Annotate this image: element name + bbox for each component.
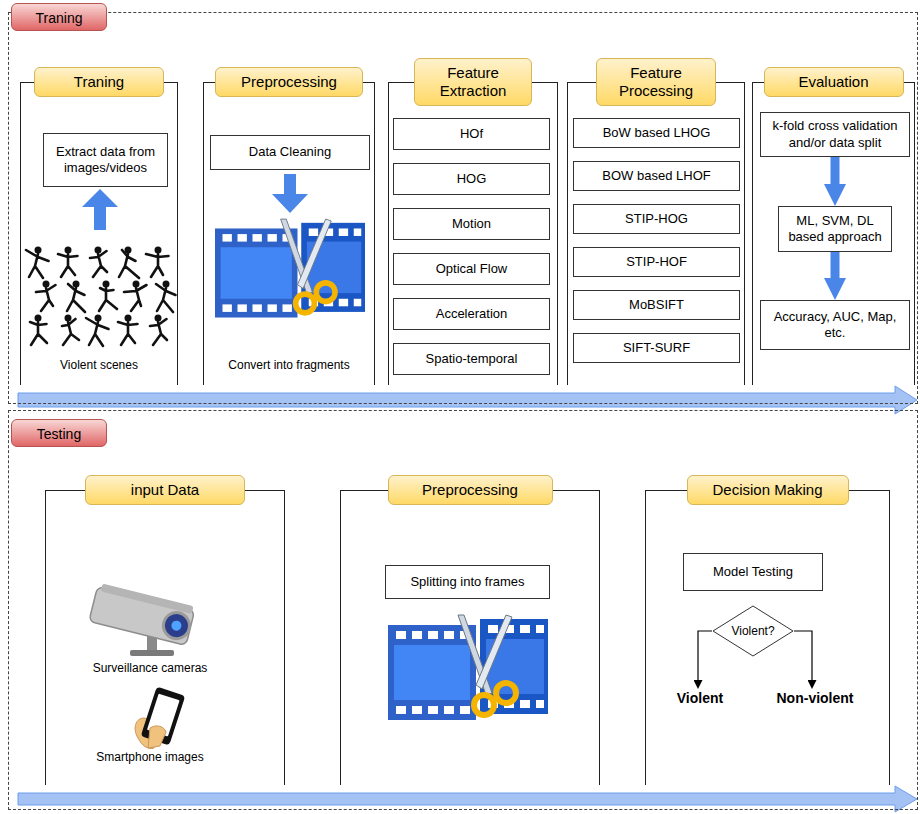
process-box: HOf (393, 118, 550, 150)
box-label: ML, SVM, DL based approach (779, 211, 891, 248)
stick-figure (67, 281, 85, 313)
box-label: Extract data from images/videos (44, 142, 167, 179)
process-box: Motion (393, 208, 550, 240)
process-box: BoW based LHOG (573, 118, 740, 148)
process-box: STIP-HOG (573, 204, 740, 234)
stick-figure (146, 247, 169, 278)
process-box: Model Testing (683, 553, 823, 591)
process-box: Optical Flow (393, 253, 550, 285)
box-label: Spatio-temporal (422, 349, 522, 369)
diamond-shape (713, 606, 793, 656)
stick-figure (36, 281, 56, 312)
film-cut-icon (388, 615, 548, 720)
stick-figure (58, 247, 78, 278)
decision-diamond: Violent? (712, 605, 794, 657)
process-box: Acceleration (393, 298, 550, 330)
stick-figure (90, 247, 107, 278)
box-label: Acceleration (432, 304, 512, 324)
stick-figure (99, 281, 117, 312)
decision-outcome: Non-violent (760, 690, 870, 706)
decision-outcome: Violent (660, 690, 740, 706)
process-box: Extract data from images/videos (43, 133, 168, 187)
box-label: HOG (453, 169, 491, 189)
box-label: BoW based LHOG (599, 123, 715, 143)
process-box: BOW based LHOF (573, 161, 740, 191)
branch-line (794, 631, 812, 680)
stick-figure (118, 315, 138, 346)
stick-figure (156, 281, 176, 313)
stage-tab: Testing (11, 419, 107, 447)
flow-connector (831, 252, 840, 278)
stick-figure (150, 315, 167, 346)
process-box: SIFT-SURF (573, 333, 740, 363)
branch-line (698, 631, 712, 680)
box-label: k-fold cross validation and/or data spli… (761, 116, 909, 153)
stick-figure (30, 315, 47, 346)
violent-scenes-figures (26, 247, 176, 347)
process-box: ML, SVM, DL based approach (778, 206, 892, 252)
step-header: Feature Extraction (414, 58, 532, 106)
stage-tab: Traning (11, 3, 107, 31)
flow-arrow (18, 786, 917, 812)
box-label: HOf (456, 124, 487, 144)
caption-label: Smartphone images (65, 750, 235, 764)
step-column: Decision MakingModel TestingViolent? (645, 490, 890, 785)
box-label: Motion (448, 214, 495, 234)
step-header: input Data (85, 475, 245, 505)
step-column: PreprocessingData Cleaning (203, 82, 375, 385)
step-header: Evaluation (764, 67, 904, 97)
caption-label: Surveillance cameras (65, 661, 235, 675)
process-box: k-fold cross validation and/or data spli… (760, 112, 910, 157)
stick-figure (86, 315, 109, 347)
box-label: Model Testing (709, 562, 797, 582)
down-arrow (272, 174, 308, 213)
process-box: Accuracy, AUC, Map, etc. (760, 300, 910, 350)
step-column: input Data (45, 490, 285, 785)
stick-figure (62, 315, 79, 346)
flow-connector (831, 157, 840, 184)
box-label: Violent? (731, 624, 774, 639)
box-label: Splitting into frames (406, 572, 528, 592)
box-label: BOW based LHOF (598, 166, 714, 186)
box-label: STIP-HOG (621, 209, 692, 229)
step-header: Traning (34, 67, 164, 97)
up-arrow (82, 189, 118, 230)
film-cut-icon (215, 219, 365, 317)
caption-label: Violent scenes (24, 358, 174, 372)
stick-figure (124, 281, 147, 312)
box-label: Data Cleaning (245, 142, 335, 162)
process-box: Splitting into frames (385, 565, 550, 599)
step-header: Preprocessing (388, 475, 553, 505)
stick-figure (119, 247, 139, 279)
stick-figure (26, 247, 49, 279)
step-column: Evaluationk-fold cross validation and/or… (752, 82, 915, 385)
box-label: SIFT-SURF (619, 338, 694, 358)
process-box: Spatio-temporal (393, 343, 550, 375)
step-column: TraningExtract data from images/videos (20, 82, 178, 385)
process-box: HOG (393, 163, 550, 195)
box-label: STIP-HOF (622, 252, 691, 272)
box-label: Accuracy, AUC, Map, etc. (761, 307, 909, 344)
process-box: STIP-HOF (573, 247, 740, 277)
step-header: Decision Making (687, 475, 849, 505)
camera-icon (89, 583, 196, 656)
caption-label: Convert into fragments (204, 358, 374, 372)
process-box: Data Cleaning (210, 135, 370, 170)
stage-panel: TraningTraningExtract data from images/v… (8, 12, 918, 404)
step-column: Feature ExtractionHOfHOGMotionOptical Fl… (388, 82, 558, 385)
step-header: Preprocessing (215, 67, 363, 97)
step-header: Feature Processing (596, 58, 716, 106)
step-column: PreprocessingSplitting into frames (340, 490, 600, 785)
step-column: Feature ProcessingBoW based LHOGBOW base… (567, 82, 745, 385)
box-label: MoBSIFT (625, 295, 688, 315)
process-box: MoBSIFT (573, 290, 740, 320)
smartphone-icon (135, 687, 185, 749)
box-label: Optical Flow (432, 259, 512, 279)
